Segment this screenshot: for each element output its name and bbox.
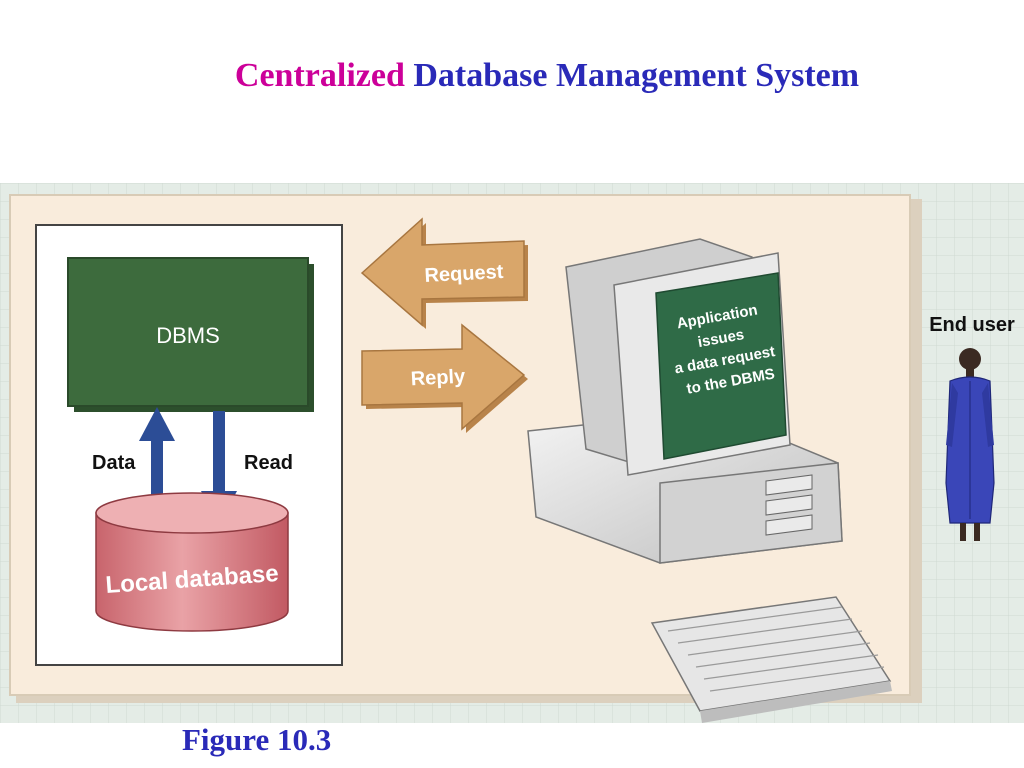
monitor-screen xyxy=(655,272,787,460)
end-user-figure xyxy=(945,348,995,541)
end-user-label: End user xyxy=(929,314,1015,336)
title-main-words: Database Management System xyxy=(413,57,860,94)
slide-title: Centralized Database Management System xyxy=(0,56,1024,96)
local-database-cylinder xyxy=(95,492,289,632)
read-label: Read xyxy=(244,452,293,474)
reply-label: Reply xyxy=(410,366,466,391)
title-accent-word: Centralized xyxy=(234,57,405,94)
centralized-dbms-figure: DBMS Data Read Local database Request Re… xyxy=(0,183,1024,723)
dbms-box xyxy=(67,257,309,407)
computer-illustration xyxy=(527,238,892,723)
data-label: Data xyxy=(92,452,136,474)
reply-arrow xyxy=(361,323,528,433)
dbms-label: DBMS xyxy=(156,323,220,348)
request-arrow xyxy=(360,217,528,329)
request-label: Request xyxy=(424,261,504,287)
figure-caption: Figure 10.3 xyxy=(182,722,332,757)
